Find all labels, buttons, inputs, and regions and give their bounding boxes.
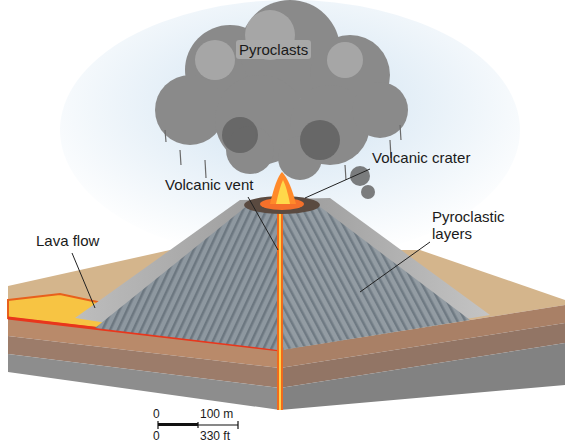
part-label: 330 ft xyxy=(200,430,230,444)
part-label: Pyroclastic layers xyxy=(432,208,532,243)
part-label: Pyroclasts xyxy=(236,40,311,59)
part-label: Lava flow xyxy=(36,232,99,249)
part-label: 100 m xyxy=(200,408,233,422)
part-label: 0 xyxy=(153,408,160,422)
part-label: Volcanic crater xyxy=(372,149,470,166)
part-label: Volcanic vent xyxy=(165,176,253,193)
part-label: 0 xyxy=(153,430,160,444)
